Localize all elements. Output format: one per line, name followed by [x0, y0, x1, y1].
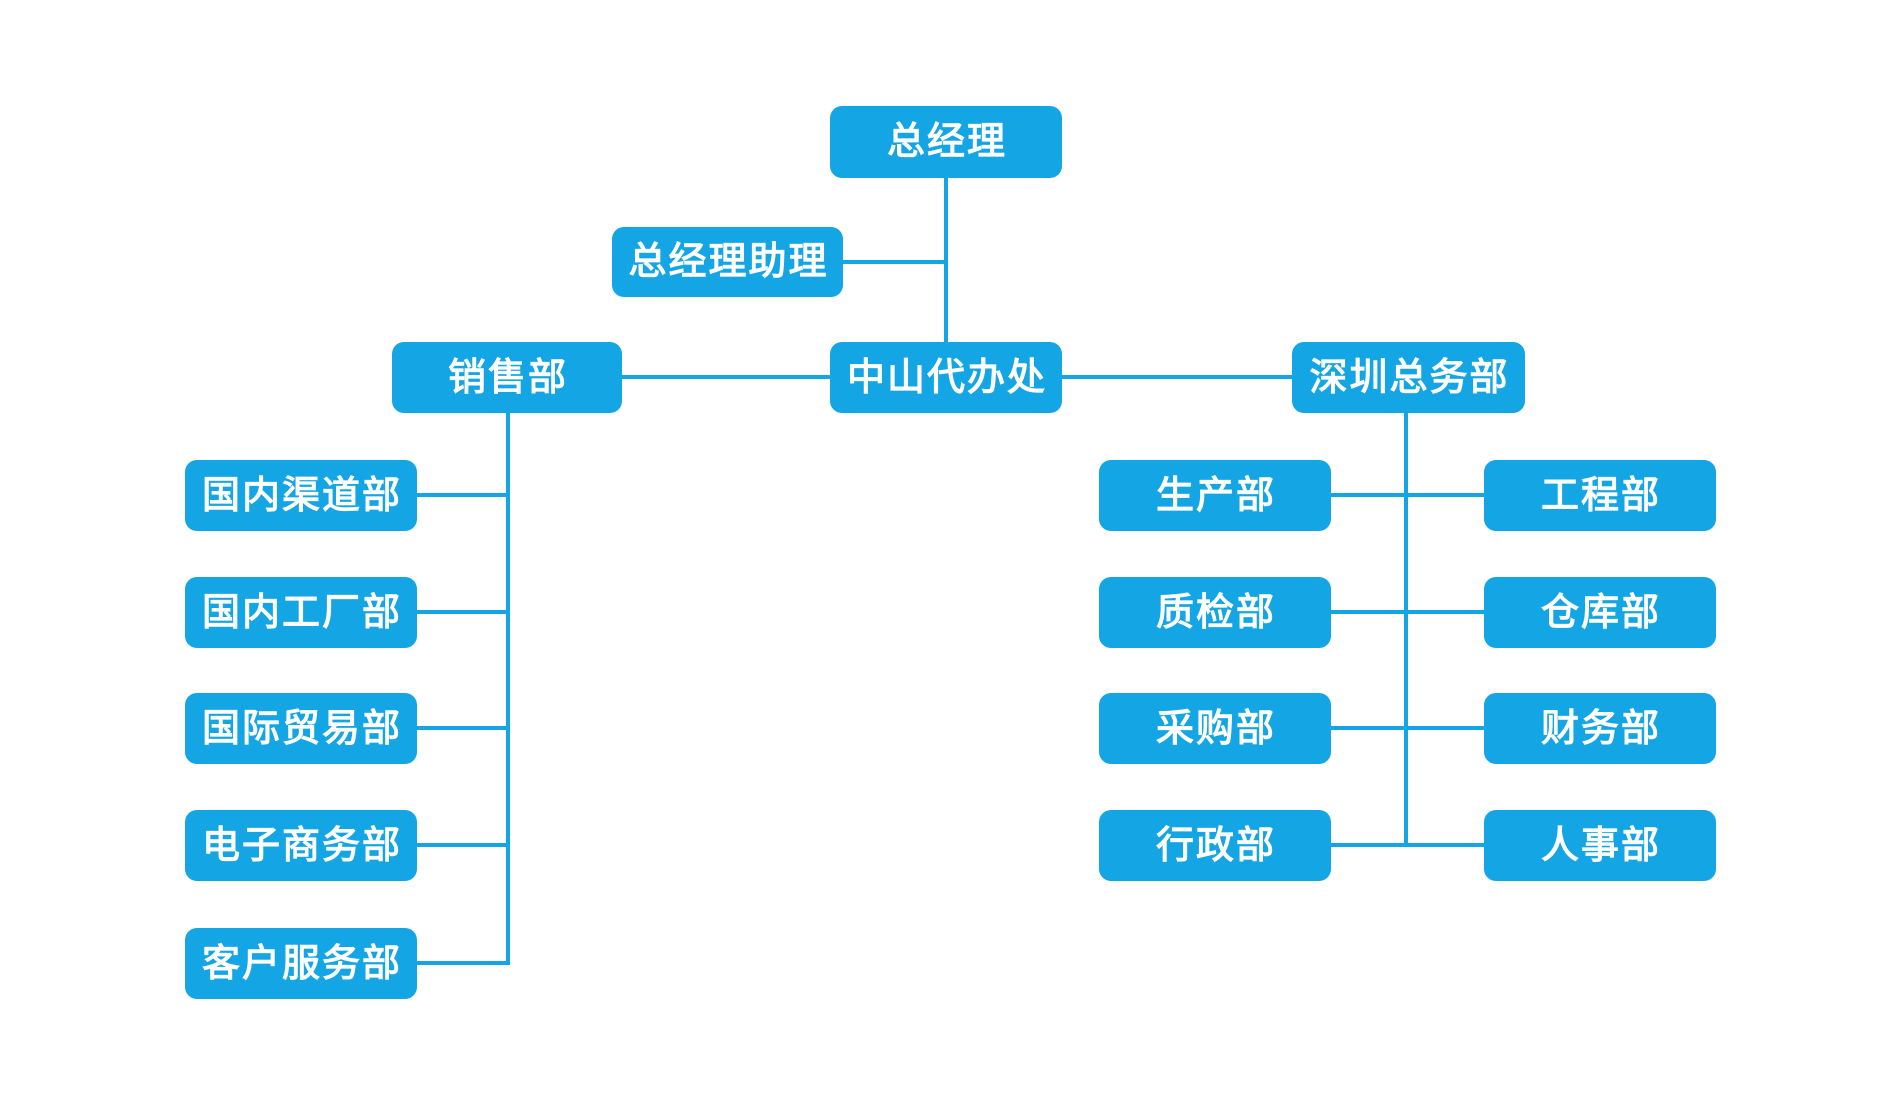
node-administration-label: 行政部: [1155, 824, 1276, 867]
node-general-manager-label: 总经理: [886, 121, 1007, 163]
node-hr: 人事部: [1484, 810, 1716, 881]
node-zhongshan-office-label: 中山代办处: [846, 356, 1047, 399]
connector-sales-international-trade: [417, 726, 510, 730]
connector-quality-warehouse: [1330, 610, 1484, 614]
node-domestic-factory-label: 国内工厂部: [201, 591, 402, 634]
node-finance-label: 财务部: [1540, 707, 1661, 750]
node-warehouse-label: 仓库部: [1540, 591, 1661, 634]
node-quality-inspection-label: 质检部: [1155, 591, 1276, 634]
connector-purchasing-finance: [1330, 726, 1484, 730]
connector-sales-domestic-factory: [417, 610, 510, 614]
connector-production-engineering: [1330, 493, 1484, 497]
node-zhongshan-office: 中山代办处: [830, 342, 1062, 413]
node-domestic-channel: 国内渠道部: [185, 460, 417, 531]
node-sales-dept: 销售部: [392, 342, 622, 413]
node-ecommerce-label: 电子商务部: [201, 824, 402, 867]
node-engineering-label: 工程部: [1540, 474, 1661, 517]
node-gm-assistant-label: 总经理助理: [628, 241, 829, 283]
node-customer-service-label: 客户服务部: [201, 942, 402, 985]
connector-office-to-shenzhen: [1062, 375, 1292, 379]
node-finance: 财务部: [1484, 693, 1716, 764]
node-customer-service: 客户服务部: [185, 928, 417, 999]
node-international-trade: 国际贸易部: [185, 693, 417, 764]
connector-sales-ecommerce: [417, 843, 510, 847]
connector-gm-to-office: [944, 178, 948, 342]
node-purchasing: 采购部: [1099, 693, 1331, 764]
node-production: 生产部: [1099, 460, 1331, 531]
node-administration: 行政部: [1099, 810, 1331, 881]
connector-sales-customer-service: [417, 961, 510, 965]
connector-shenzhen-trunk: [1404, 412, 1408, 847]
node-ecommerce: 电子商务部: [185, 810, 417, 881]
node-domestic-factory: 国内工厂部: [185, 577, 417, 648]
node-sales-dept-label: 销售部: [447, 356, 568, 399]
node-domestic-channel-label: 国内渠道部: [201, 474, 402, 517]
node-engineering: 工程部: [1484, 460, 1716, 531]
node-shenzhen-general-affairs-label: 深圳总务部: [1309, 356, 1510, 399]
connector-office-to-sales: [622, 375, 830, 379]
node-hr-label: 人事部: [1540, 824, 1661, 867]
connector-sales-domestic-channel: [417, 493, 510, 497]
connector-assistant-to-trunk: [843, 260, 946, 264]
node-shenzhen-general-affairs: 深圳总务部: [1292, 342, 1525, 413]
node-production-label: 生产部: [1155, 474, 1276, 517]
node-warehouse: 仓库部: [1484, 577, 1716, 648]
node-quality-inspection: 质检部: [1099, 577, 1331, 648]
node-gm-assistant: 总经理助理: [612, 227, 843, 297]
connector-sales-trunk: [506, 412, 510, 965]
node-international-trade-label: 国际贸易部: [201, 707, 402, 750]
node-general-manager: 总经理: [830, 106, 1062, 178]
node-purchasing-label: 采购部: [1155, 707, 1276, 750]
connector-administration-hr: [1330, 843, 1484, 847]
